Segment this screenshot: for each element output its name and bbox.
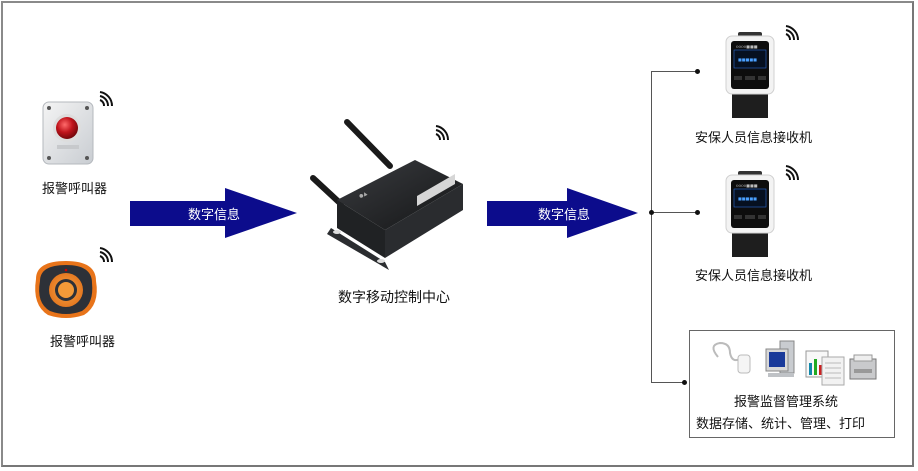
alarm-button-device	[40, 100, 96, 166]
control-center-device: ●▲	[305, 118, 465, 276]
svg-text:■■■■■: ■■■■■	[738, 196, 757, 201]
wireless-caller-device	[30, 259, 102, 321]
receiver-device-2: 0000■■■ ■■■■■	[724, 167, 776, 257]
wireless-signal-icon	[785, 165, 800, 181]
receiver-label-2: 安保人员信息接收机	[695, 269, 813, 284]
system-title: 报警监督管理系统	[734, 395, 839, 410]
left-arrow-icon	[130, 188, 297, 238]
svg-text:■■■■■: ■■■■■	[738, 57, 757, 62]
management-system-box: 报警监督管理系统 数据存储、统计、管理、打印	[689, 330, 895, 438]
wrist-pager-icon: 0000■■■ ■■■■■	[725, 171, 775, 257]
left-device-label-2: 报警呼叫器	[50, 335, 116, 350]
wireless-signal-icon	[435, 125, 450, 141]
connector-dot	[695, 210, 700, 215]
wireless-router-icon: ●▲	[310, 119, 463, 270]
left-arrow-label: 数字信息	[188, 208, 241, 223]
wireless-caller-icon	[35, 261, 97, 318]
connector-dot	[695, 69, 700, 74]
right-arrow-icon	[487, 188, 638, 238]
computer-system-icon	[712, 340, 877, 386]
svg-text:0000■■■: 0000■■■	[736, 44, 758, 49]
receiver-label-1: 安保人员信息接收机	[695, 131, 813, 146]
wireless-signal-icon	[785, 25, 800, 41]
control-center-label: 数字移动控制中心	[338, 290, 450, 306]
system-subtitle: 数据存储、统计、管理、打印	[696, 417, 866, 432]
left-device-label-1: 报警呼叫器	[42, 182, 108, 197]
connector-branch-1	[651, 71, 697, 72]
connector-branch-2	[651, 212, 697, 213]
connector-dot	[682, 380, 687, 385]
connector-junction-dot	[649, 210, 654, 215]
svg-text:●▲: ●▲	[358, 191, 368, 200]
wireless-signal-icon	[99, 247, 114, 263]
wrist-pager-icon: 0000■■■ ■■■■■	[725, 32, 775, 118]
receiver-device-1: 0000■■■ ■■■■■	[724, 28, 776, 118]
connector-branch-3	[651, 382, 685, 383]
connector-vertical-line	[651, 71, 652, 383]
alarm-button-icon	[42, 101, 94, 165]
right-arrow-label: 数字信息	[538, 208, 591, 223]
svg-text:0000■■■: 0000■■■	[736, 183, 758, 188]
wireless-signal-icon	[99, 91, 114, 107]
